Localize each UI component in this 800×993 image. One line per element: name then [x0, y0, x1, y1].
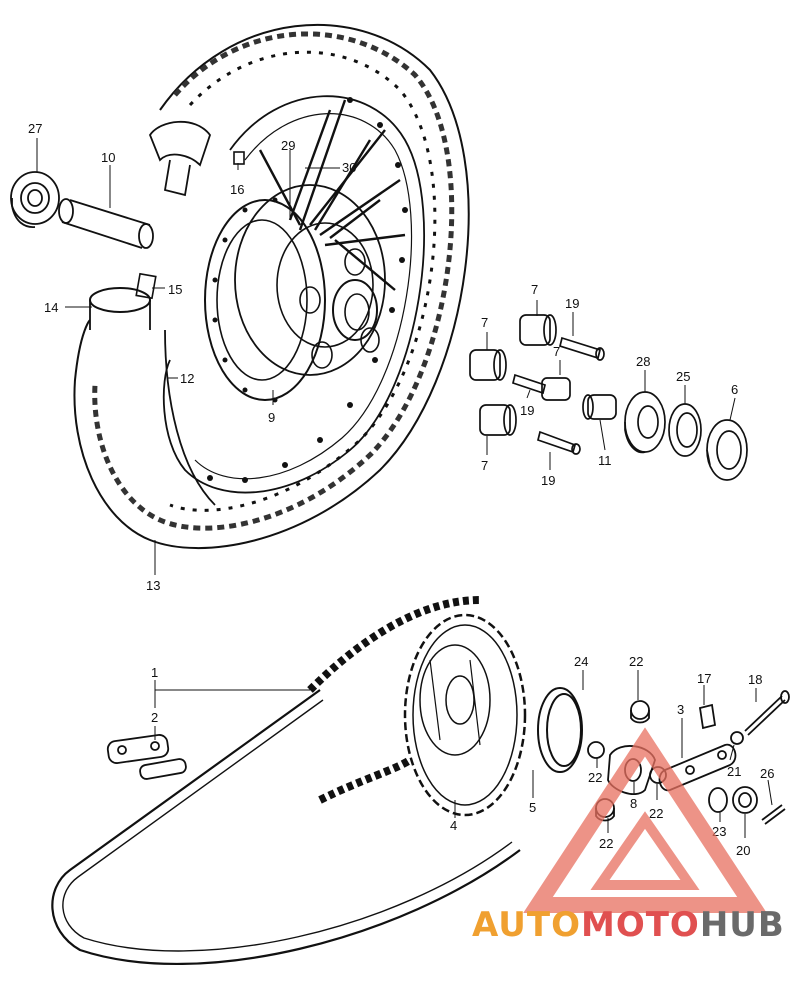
hub-bore	[344, 293, 370, 331]
bearing-28	[624, 391, 666, 454]
tire-section	[148, 120, 212, 197]
cotter-pin-26	[761, 804, 786, 825]
watermark-moto: MOTO	[581, 905, 700, 945]
label-11: 11	[598, 453, 612, 468]
label-7b: 7	[481, 315, 488, 330]
brake-drum-inner	[216, 219, 308, 381]
collar-11	[582, 394, 617, 420]
leader-lines	[36, 138, 773, 838]
label-28: 28	[636, 354, 650, 369]
label-24: 24	[574, 654, 588, 669]
watermark: AUTOMOTOHUB	[472, 727, 785, 945]
label-20: 20	[736, 843, 750, 858]
hub-flange	[234, 184, 386, 376]
inner-tube	[89, 287, 216, 506]
nut-22a	[630, 700, 650, 724]
tire-tread-inner	[169, 50, 437, 512]
watermark-hub: HUB	[700, 905, 785, 945]
label-21: 21	[727, 764, 741, 779]
rear-wheel-assembly	[73, 23, 470, 549]
circlip-24	[537, 687, 583, 773]
label-5: 5	[529, 800, 536, 815]
label-7a: 7	[531, 282, 538, 297]
label-14: 14	[44, 300, 58, 315]
label-26: 26	[760, 766, 774, 781]
label-1: 1	[151, 665, 158, 680]
label-4: 4	[450, 818, 457, 833]
rim-outer	[162, 95, 425, 494]
nut-21	[730, 731, 744, 745]
label-9: 9	[268, 410, 275, 425]
bearing-27	[10, 171, 60, 228]
bolt-19c	[536, 430, 581, 455]
label-16: 16	[230, 182, 244, 197]
label-7d: 7	[481, 458, 488, 473]
drive-chain	[51, 596, 521, 966]
damper-7b	[469, 349, 507, 381]
label-6: 6	[731, 382, 738, 397]
watermark-triangle-icon	[523, 727, 767, 913]
tire-tread	[92, 31, 455, 531]
drum-holes	[212, 197, 278, 403]
label-3: 3	[677, 702, 684, 717]
label-22d: 22	[599, 836, 613, 851]
chain-top-run	[307, 596, 481, 693]
axle-nut-20	[732, 786, 758, 814]
valve-16	[233, 151, 245, 165]
watermark-auto: AUTO	[472, 905, 581, 945]
hub-damper-holes	[299, 248, 380, 369]
sprocket-4	[403, 613, 527, 817]
label-8: 8	[630, 796, 637, 811]
rim-band	[135, 272, 157, 300]
collar-6	[706, 419, 748, 481]
bolt-19a	[558, 336, 605, 361]
nut-22b	[587, 741, 605, 759]
bolt-19b	[511, 373, 571, 401]
spacer-10	[58, 198, 154, 249]
label-10: 10	[101, 150, 115, 165]
hub-center	[276, 222, 374, 348]
chain-lower-run	[318, 756, 413, 804]
label-19c: 19	[541, 473, 555, 488]
plate-17	[698, 703, 717, 730]
brake-drum	[204, 199, 326, 401]
label-13: 13	[146, 578, 160, 593]
master-link-2	[106, 734, 187, 780]
rim-holes	[207, 97, 408, 483]
seal-25	[668, 403, 702, 457]
damper-7a	[519, 314, 557, 346]
callout-labels: 27 10 29 30 16 15 14 12 9 13 7 19 7 7 19…	[28, 121, 774, 858]
svg-text:AUTOMOTOHUB: AUTOMOTOHUB	[472, 905, 785, 945]
tube-end	[89, 287, 151, 313]
label-19a: 19	[565, 296, 579, 311]
label-30: 30	[342, 160, 356, 175]
label-7c: 7	[553, 344, 560, 359]
bolt-18	[744, 695, 786, 736]
label-12: 12	[180, 371, 194, 386]
label-17: 17	[697, 671, 711, 686]
washer-23	[708, 787, 728, 813]
label-15: 15	[168, 282, 182, 297]
tire-outer	[73, 23, 470, 549]
label-2: 2	[151, 710, 158, 725]
label-19b: 19	[520, 403, 534, 418]
label-27: 27	[28, 121, 42, 136]
rim-inner	[194, 113, 413, 480]
label-25: 25	[676, 369, 690, 384]
label-22a: 22	[629, 654, 643, 669]
damper-7c	[479, 404, 517, 436]
hub-boss	[332, 279, 378, 341]
label-29: 29	[281, 138, 295, 153]
label-22c: 22	[649, 806, 663, 821]
label-22b: 22	[588, 770, 602, 785]
label-18: 18	[748, 672, 762, 687]
